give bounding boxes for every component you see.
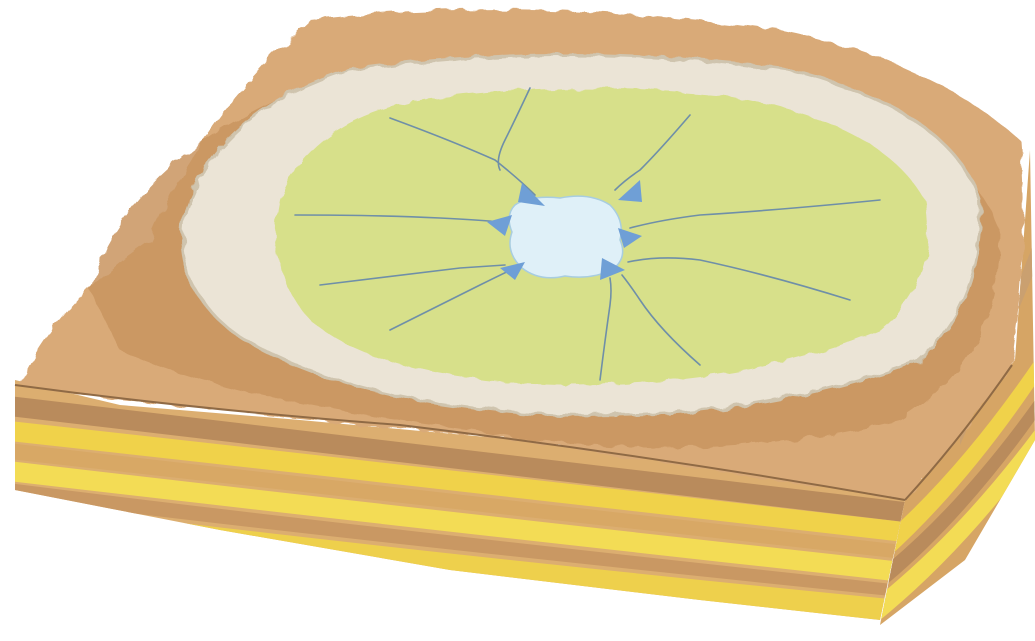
block-diagram (0, 0, 1035, 641)
diagram-canvas (0, 0, 1035, 641)
